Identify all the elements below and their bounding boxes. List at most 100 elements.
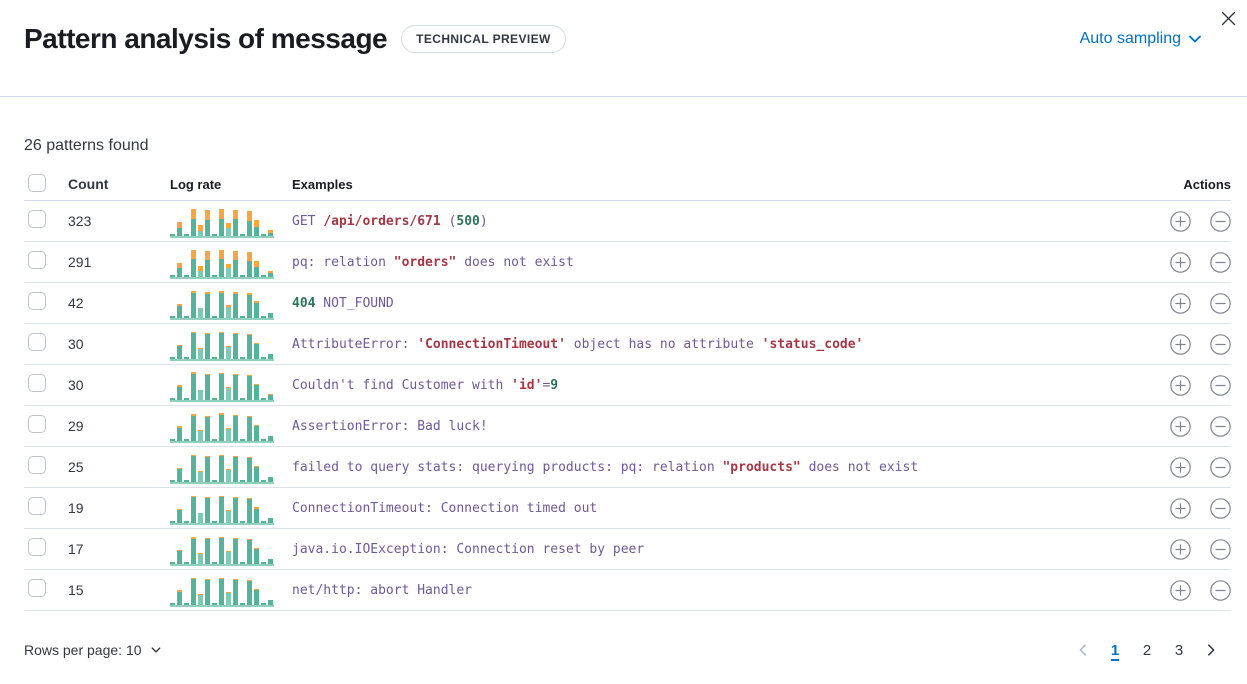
log-rate-bar bbox=[261, 234, 266, 236]
plus-circle-icon bbox=[1170, 251, 1191, 273]
row-example: ConnectionTimeout: Connection timed out bbox=[292, 501, 1151, 516]
log-rate-bar bbox=[205, 578, 210, 605]
log-rate-bar bbox=[261, 562, 266, 564]
filter-in-pattern-button[interactable] bbox=[1170, 497, 1191, 519]
row-count: 29 bbox=[68, 418, 84, 434]
log-rate-bar bbox=[170, 439, 175, 441]
row-checkbox[interactable] bbox=[28, 332, 46, 351]
filter-out-pattern-button[interactable] bbox=[1210, 333, 1231, 355]
log-rate-bar bbox=[233, 578, 238, 605]
table-row: 25 failed to query stats: querying produ… bbox=[24, 447, 1231, 488]
row-checkbox[interactable] bbox=[28, 414, 46, 433]
row-checkbox[interactable] bbox=[28, 373, 46, 392]
log-rate-bar bbox=[254, 260, 259, 277]
example-segment: AttributeError: bbox=[292, 336, 418, 352]
log-rate-bar bbox=[268, 312, 273, 318]
log-rate-chart bbox=[170, 410, 274, 443]
example-segment: 'id' bbox=[511, 377, 543, 393]
log-rate-bar bbox=[205, 537, 210, 564]
log-rate-bar bbox=[177, 508, 182, 523]
log-rate-chart bbox=[170, 328, 274, 361]
filter-in-pattern-button[interactable] bbox=[1170, 415, 1191, 437]
table-row: 323 GET /api/orders/671 (500) bbox=[24, 201, 1231, 242]
row-count: 15 bbox=[68, 582, 84, 598]
row-checkbox[interactable] bbox=[28, 578, 46, 597]
log-rate-bar bbox=[212, 520, 217, 523]
filter-out-pattern-button[interactable] bbox=[1210, 210, 1231, 232]
log-rate-bar bbox=[268, 558, 273, 564]
log-rate-bar bbox=[191, 290, 196, 318]
close-button[interactable] bbox=[1215, 5, 1241, 31]
row-checkbox[interactable] bbox=[28, 537, 46, 556]
log-rate-bar bbox=[177, 589, 182, 605]
technical-preview-badge: TECHNICAL PREVIEW bbox=[401, 24, 566, 53]
page-number-1[interactable]: 1 bbox=[1103, 637, 1127, 663]
example-segment: /api/orders/671 bbox=[323, 213, 441, 229]
log-rate-bar bbox=[184, 398, 189, 400]
filter-in-pattern-button[interactable] bbox=[1170, 251, 1191, 273]
flyout-header: Pattern analysis of message TECHNICAL PR… bbox=[0, 0, 1247, 97]
row-count: 17 bbox=[68, 541, 84, 557]
log-rate-bar bbox=[247, 292, 252, 318]
flyout-body: 26 patterns found Count Log rate Example… bbox=[0, 137, 1247, 663]
filter-in-pattern-button[interactable] bbox=[1170, 210, 1191, 232]
filter-out-pattern-button[interactable] bbox=[1210, 456, 1231, 478]
row-count: 30 bbox=[68, 377, 84, 393]
filter-in-pattern-button[interactable] bbox=[1170, 456, 1191, 478]
log-rate-bar bbox=[254, 547, 259, 564]
filter-out-pattern-button[interactable] bbox=[1210, 251, 1231, 273]
filter-out-pattern-button[interactable] bbox=[1210, 579, 1231, 601]
log-rate-bar bbox=[254, 300, 259, 318]
row-checkbox[interactable] bbox=[28, 291, 46, 310]
log-rate-bar bbox=[240, 398, 245, 400]
filter-in-pattern-button[interactable] bbox=[1170, 292, 1191, 314]
log-rate-bar bbox=[240, 234, 245, 236]
row-example: failed to query stats: querying products… bbox=[292, 460, 1151, 475]
filter-in-pattern-button[interactable] bbox=[1170, 374, 1191, 396]
filter-out-pattern-button[interactable] bbox=[1210, 292, 1231, 314]
log-rate-bar bbox=[205, 496, 210, 523]
log-rate-bar bbox=[219, 454, 224, 482]
filter-in-pattern-button[interactable] bbox=[1170, 579, 1191, 601]
page-number-2[interactable]: 2 bbox=[1135, 637, 1159, 663]
filter-in-pattern-button[interactable] bbox=[1170, 538, 1191, 560]
log-rate-bar bbox=[170, 357, 175, 359]
log-rate-bar bbox=[247, 497, 252, 523]
row-checkbox[interactable] bbox=[28, 496, 46, 515]
filter-out-pattern-button[interactable] bbox=[1210, 415, 1231, 437]
log-rate-bar bbox=[191, 331, 196, 359]
example-segment: ConnectionTimeout: Connection timed out bbox=[292, 500, 598, 516]
log-rate-bar bbox=[261, 603, 266, 605]
column-header-count: Count bbox=[68, 176, 109, 192]
log-rate-bar bbox=[198, 389, 203, 400]
row-checkbox[interactable] bbox=[28, 209, 46, 228]
log-rate-bar bbox=[226, 345, 231, 359]
row-checkbox[interactable] bbox=[28, 250, 46, 269]
row-count: 19 bbox=[68, 500, 84, 516]
next-page-button[interactable] bbox=[1199, 637, 1223, 663]
log-rate-bar bbox=[198, 593, 203, 605]
log-rate-bar bbox=[212, 274, 217, 277]
log-rate-bar bbox=[261, 275, 266, 277]
plus-circle-icon bbox=[1170, 456, 1191, 478]
log-rate-bar bbox=[261, 480, 266, 482]
filter-out-pattern-button[interactable] bbox=[1210, 374, 1231, 396]
example-segment: does not exist bbox=[456, 254, 574, 270]
sampling-dropdown[interactable]: Auto sampling bbox=[1080, 30, 1203, 48]
previous-page-button[interactable] bbox=[1071, 637, 1095, 663]
page-number-3[interactable]: 3 bbox=[1167, 637, 1191, 663]
filter-out-pattern-button[interactable] bbox=[1210, 538, 1231, 560]
table-row: 17 java.io.IOException: Connection reset… bbox=[24, 529, 1231, 570]
log-rate-bar bbox=[170, 316, 175, 318]
filter-out-pattern-button[interactable] bbox=[1210, 497, 1231, 519]
log-rate-bar bbox=[198, 470, 203, 482]
log-rate-bar bbox=[261, 357, 266, 359]
rows-per-page-button[interactable]: Rows per page: 10 bbox=[24, 642, 162, 658]
log-rate-bar bbox=[219, 495, 224, 523]
log-rate-bar bbox=[268, 353, 273, 359]
row-checkbox[interactable] bbox=[28, 455, 46, 474]
select-all-checkbox[interactable] bbox=[28, 173, 46, 192]
filter-in-pattern-button[interactable] bbox=[1170, 333, 1191, 355]
log-rate-bar bbox=[177, 425, 182, 441]
